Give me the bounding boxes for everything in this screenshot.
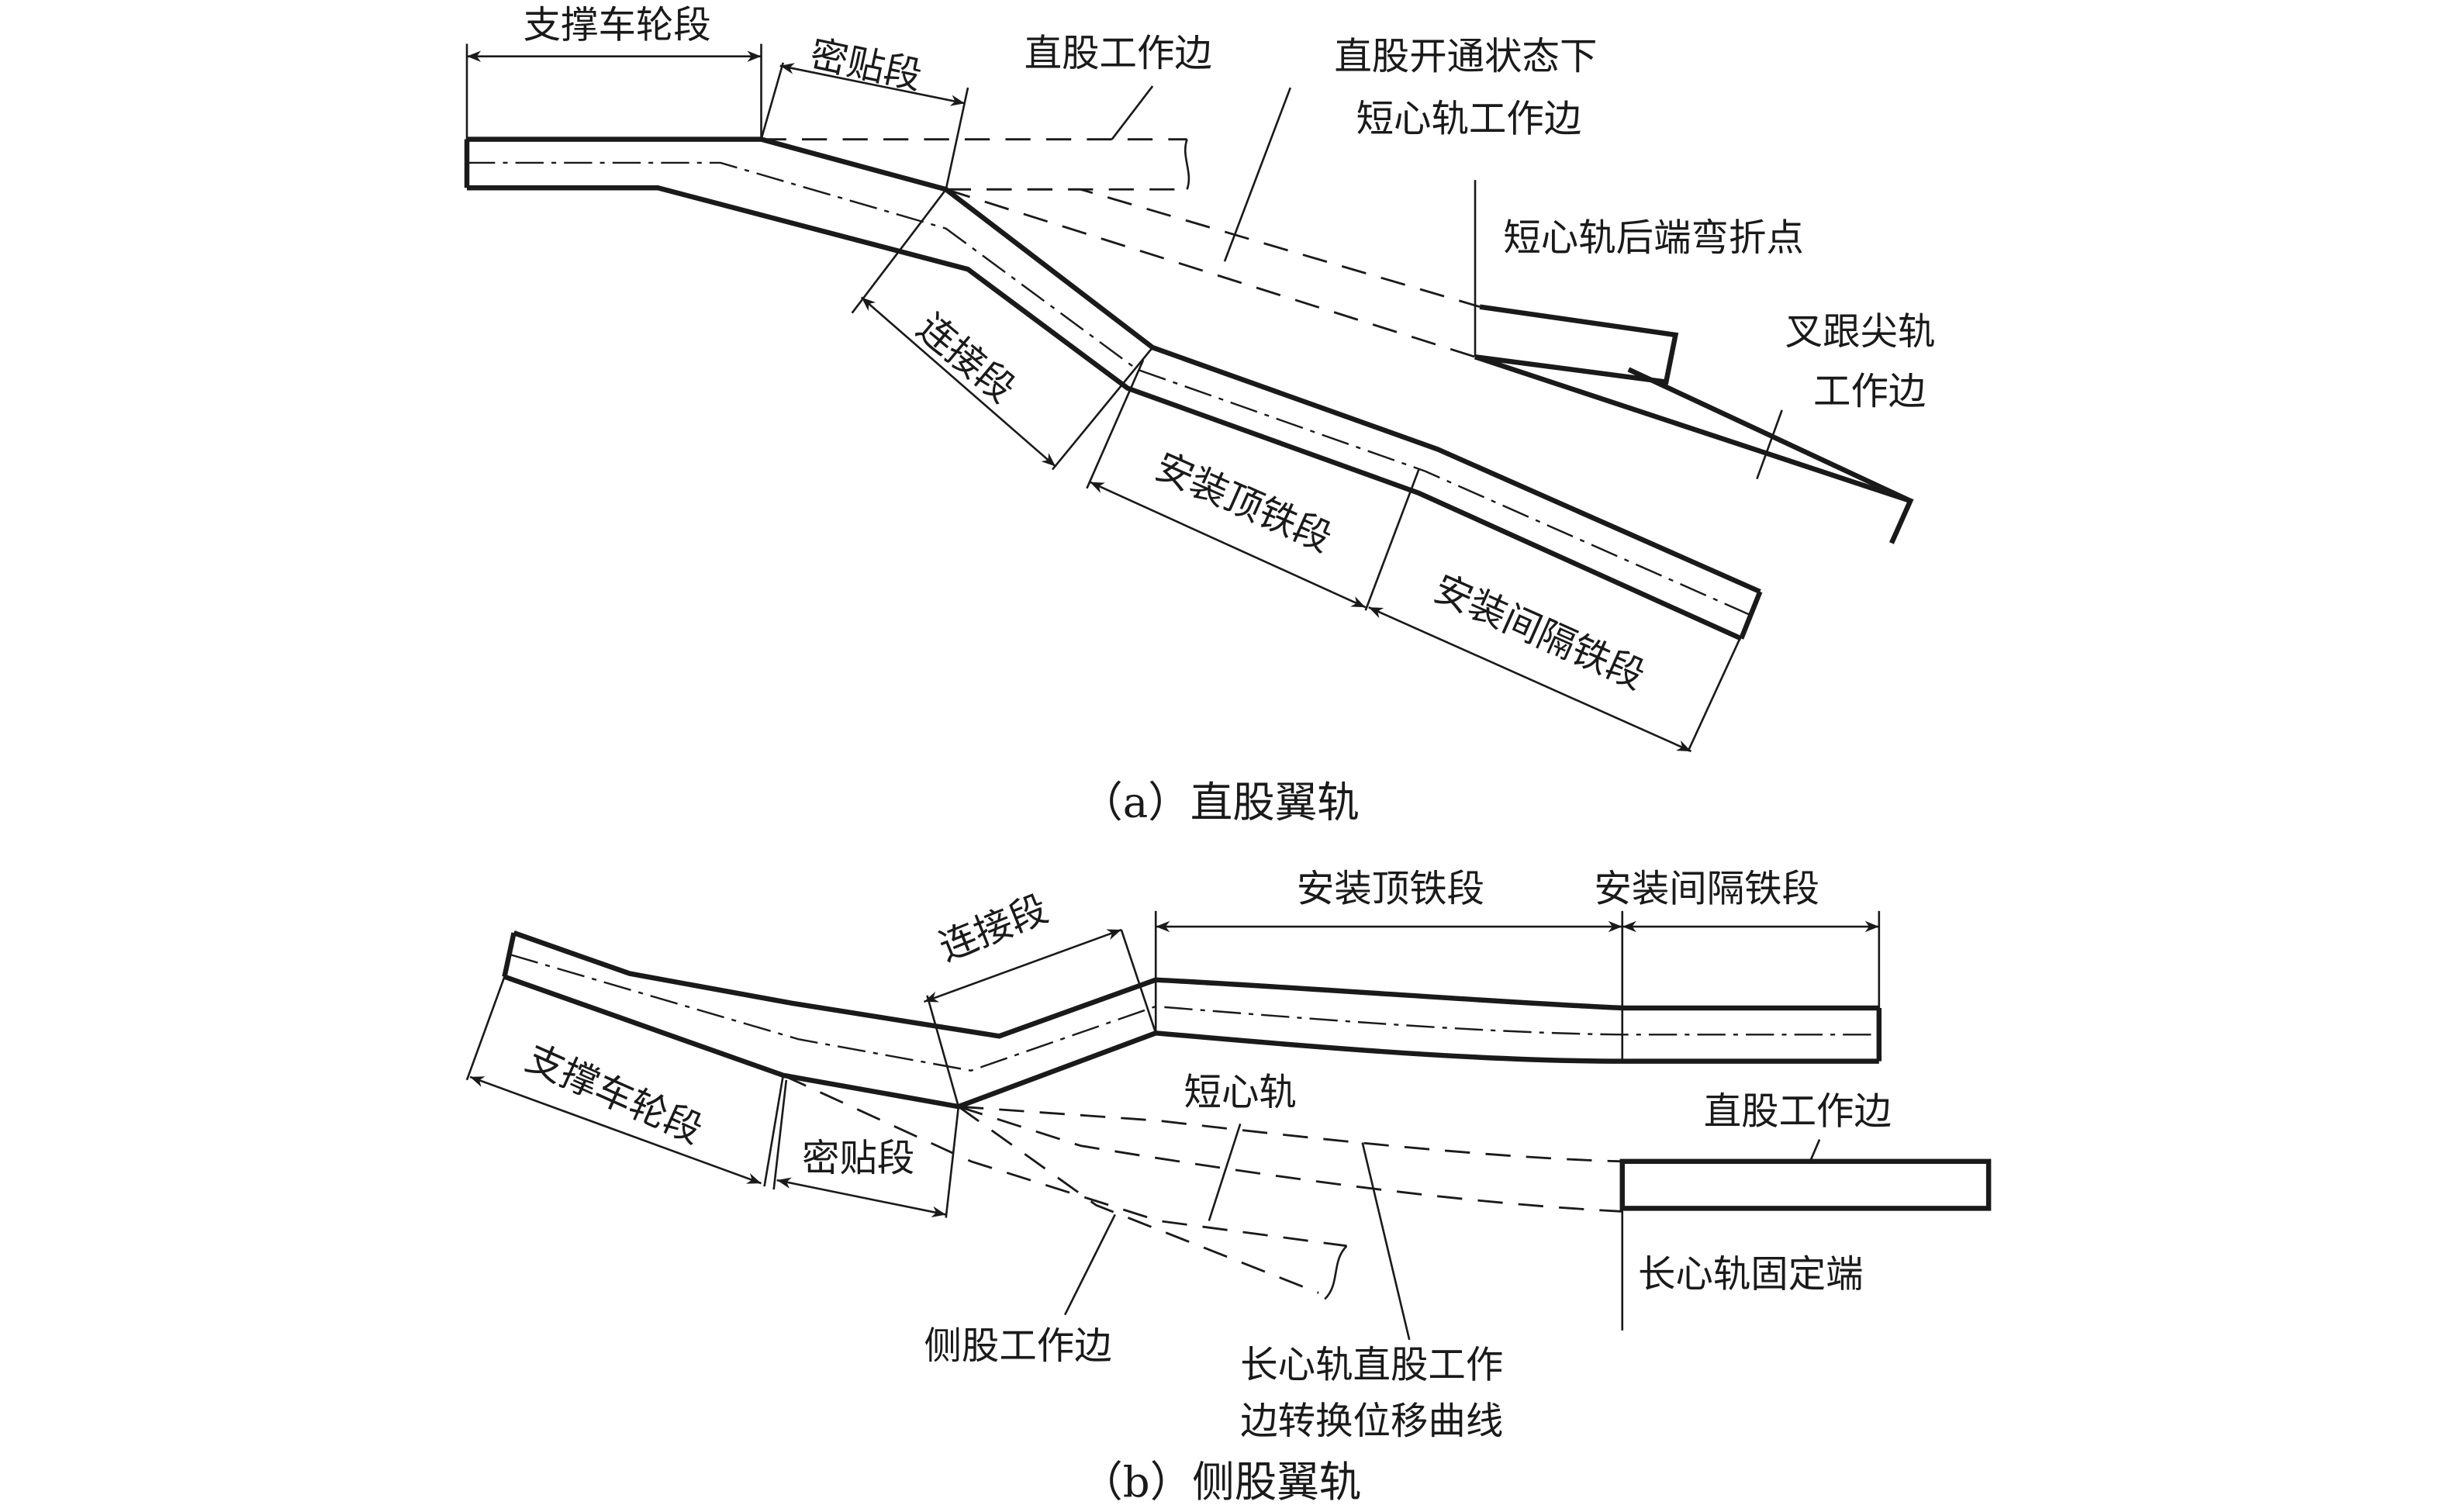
ext-line	[1120, 929, 1157, 1034]
heel-tip-rail-a	[1627, 367, 1912, 503]
label-straight-work-edge-b: 直股工作边	[1704, 1089, 1892, 1133]
ext-line	[465, 976, 506, 1081]
label-short-frog-b: 短心轨	[1184, 1071, 1297, 1114]
short-frog-rail-a	[1474, 304, 1914, 544]
dim-top-iron-a	[1089, 481, 1367, 609]
leader-short-frog-edge	[1223, 87, 1292, 262]
dim-spacer-iron-a	[1368, 606, 1692, 753]
caption-b: （b）侧股翼轨	[1080, 1457, 1361, 1507]
short-frog-edge-a-1	[945, 188, 1481, 309]
label-short-frog-edge-a-2: 短心轨工作边	[1356, 98, 1582, 141]
ext-line	[945, 1106, 960, 1218]
ext-line	[763, 1075, 785, 1187]
label-short-frog-edge-a-1: 直股开通状态下	[1334, 35, 1597, 78]
subfigure-b: 连接段 安装顶铁段 安装间隔铁段 支撑车轮段 密贴段 短心轨 直股工作边 长心轨…	[465, 868, 1992, 1507]
wing-rail-b-left-end	[502, 932, 517, 978]
subfigure-a: 支撑车轮段 密贴段 直股工作边 直股开通状态下 短心轨工作边 短心轨后端弯折点 …	[464, 3, 1936, 827]
break-line-a	[1183, 139, 1190, 190]
label-connection-b: 连接段	[933, 887, 1054, 969]
ext-line	[851, 188, 947, 314]
leader-long-frog-curve-b	[1361, 1142, 1411, 1341]
wing-rail-b-top-edge	[513, 930, 1879, 1039]
leader-side-work-edge-b	[1063, 1213, 1116, 1316]
label-side-work-edge-b: 侧股工作边	[924, 1324, 1111, 1368]
wing-rail-a-top-edge	[467, 136, 1761, 594]
label-top-iron-a: 安装顶铁段	[1149, 444, 1338, 561]
label-long-frog-curve-b-1: 长心轨直股工作	[1240, 1343, 1503, 1386]
caption-a: （a）直股翼轨	[1080, 778, 1360, 827]
ext-line	[1086, 359, 1145, 489]
ext-line	[1687, 614, 1752, 752]
long-frog-curve-b-1	[958, 1105, 1622, 1163]
ext-line	[1364, 469, 1420, 611]
dim-support-wheel-b	[469, 1075, 762, 1185]
dim-close-fit-b	[776, 1177, 946, 1217]
ext-line	[760, 62, 785, 140]
wing-rail-b-centerline	[510, 954, 1879, 1072]
label-close-fit-b: 密贴段	[802, 1137, 914, 1180]
label-connection-a: 连接段	[909, 306, 1023, 411]
label-close-fit-a: 密贴段	[807, 33, 926, 98]
side-work-edge-b-1	[783, 1074, 1347, 1248]
label-top-iron-b: 安装顶铁段	[1297, 868, 1484, 911]
break-line-b	[1324, 1244, 1348, 1300]
leader-short-frog-b	[1208, 1123, 1242, 1221]
leader-straight-edge-b	[1809, 1139, 1821, 1162]
label-straight-work-edge-a: 直股工作边	[1025, 32, 1212, 75]
side-work-edge-b-2	[958, 1106, 1319, 1294]
wing-rail-b-bottom-edge	[503, 974, 1879, 1110]
ext-line	[1051, 347, 1154, 471]
dim-close-fit-a	[779, 63, 966, 106]
dim-connection-b	[924, 928, 1122, 1003]
ext-line	[772, 1079, 788, 1190]
ext-line	[926, 995, 960, 1107]
straight-rail-b	[1619, 1158, 1992, 1211]
leader-heel-tip	[1756, 409, 1783, 480]
label-short-frog-bend-a: 短心轨后端弯折点	[1503, 216, 1804, 260]
label-spacer-iron-b: 安装间隔铁段	[1594, 868, 1819, 911]
label-long-frog-fixed-b: 长心轨固定端	[1638, 1252, 1864, 1296]
long-frog-curve-b-2	[958, 1105, 1622, 1213]
label-heel-tip-a-1: 叉跟尖轨	[1785, 310, 1936, 354]
label-heel-tip-a-2: 工作边	[1813, 370, 1926, 413]
short-frog-edge-a-2	[945, 188, 1476, 358]
label-long-frog-curve-b-2: 边转换位移曲线	[1240, 1400, 1503, 1443]
label-support-wheel-b: 支撑车轮段	[520, 1037, 709, 1153]
label-support-wheel-a: 支撑车轮段	[524, 3, 711, 47]
dim-connection-a	[860, 296, 1056, 468]
leader-straight-work-edge	[1111, 85, 1154, 140]
label-spacer-iron-a: 安装间隔铁段	[1428, 567, 1651, 698]
